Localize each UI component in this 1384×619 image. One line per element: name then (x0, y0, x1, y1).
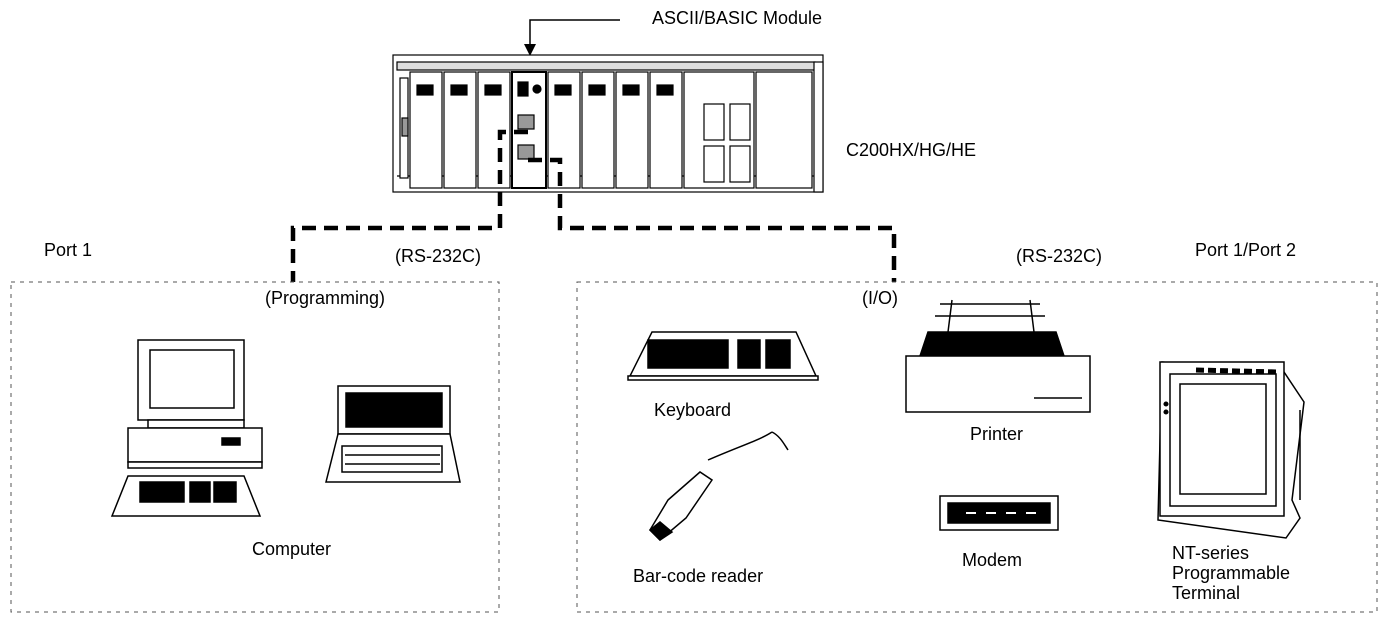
nt-label-line3: Terminal (1172, 583, 1241, 603)
io-label: (I/O) (862, 288, 898, 308)
module-pointer-arrow (524, 19, 620, 56)
rs232-left-label: (RS-232C) (395, 246, 482, 266)
plc-rack (392, 54, 824, 193)
nt-label-line2: Programmable (1172, 563, 1291, 583)
laptop-icon (325, 385, 461, 483)
computer-label: Computer (252, 539, 332, 559)
keyboard-icon (627, 331, 819, 381)
keyboard-label: Keyboard (654, 400, 732, 420)
cable-io (528, 157, 897, 282)
programming-label: (Programming) (265, 288, 386, 308)
port1-label: Port 1 (44, 240, 93, 260)
printer-icon (905, 299, 1091, 413)
printer-label: Printer (970, 424, 1024, 444)
modem-label: Modem (962, 550, 1023, 570)
desktop-computer-icon (110, 339, 263, 517)
rs232-right-label: (RS-232C) (1016, 246, 1103, 266)
programming-group-box (10, 281, 500, 613)
port12-label: Port 1/Port 2 (1195, 240, 1297, 260)
programmable-terminal-icon (1157, 361, 1305, 539)
cable-programming (290, 129, 528, 282)
io-group-box (576, 281, 1378, 613)
plc-label: C200HX/HG/HE (846, 140, 977, 160)
barcode-reader-icon (648, 431, 789, 542)
modem-icon (939, 495, 1059, 531)
nt-label-line1: NT-series (1172, 543, 1250, 563)
module-label: ASCII/BASIC Module (652, 8, 823, 28)
barcode-label: Bar-code reader (633, 566, 764, 586)
